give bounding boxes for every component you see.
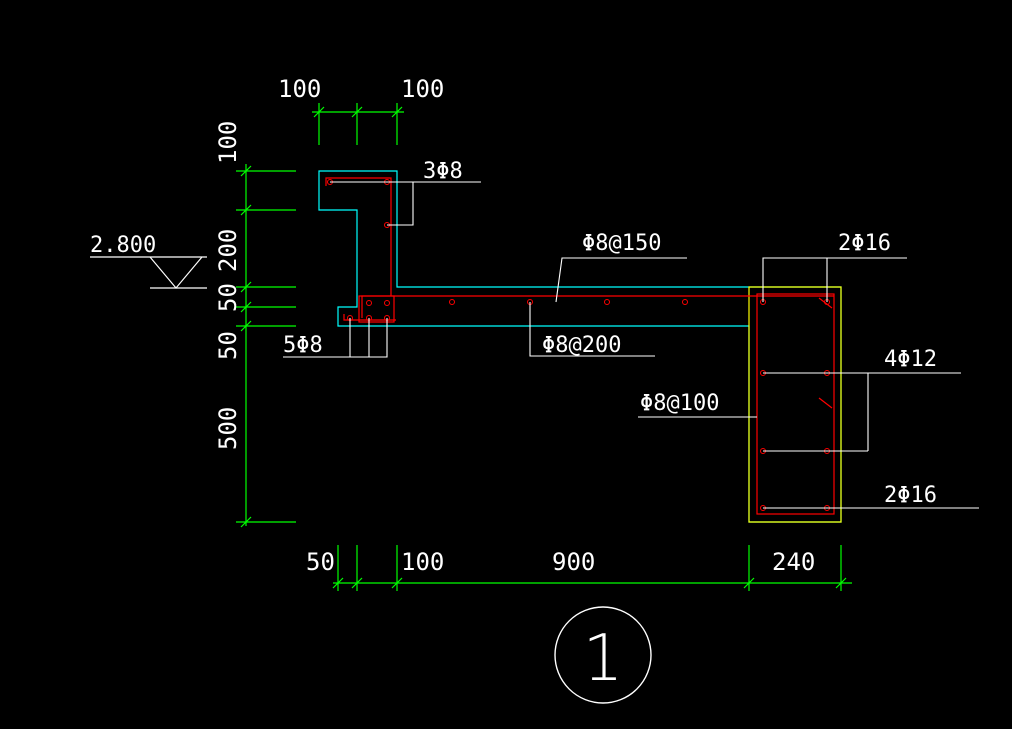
dim-bottom-2: 100 (401, 548, 444, 576)
label-upstand-bars: 3Φ8 (423, 159, 463, 184)
dim-bottom-3: 900 (552, 548, 595, 576)
section-mark-circle (554, 606, 652, 704)
top-dimension-chain (312, 103, 404, 145)
leader-lines (283, 181, 979, 509)
dim-top-right: 100 (401, 75, 444, 103)
dim-left-5: 500 (214, 407, 242, 450)
elevation-marker (90, 256, 207, 289)
dim-left-3: 50 (214, 283, 242, 312)
edge-rebar-box (358, 295, 395, 323)
label-side-bars: 4Φ12 (884, 347, 937, 372)
bottom-dimension-chain (332, 545, 852, 591)
left-dimension-chain (236, 164, 296, 528)
dim-left-1: 100 (214, 121, 242, 164)
beam-stirrup (756, 293, 835, 515)
rebar-group (325, 177, 835, 515)
dim-bottom-1: 50 (306, 548, 335, 576)
label-stirrups: Φ8@100 (640, 391, 719, 416)
label-slab-dist-bars: Φ8@200 (542, 333, 621, 358)
dim-bottom-4: 240 (772, 548, 815, 576)
dim-top-left: 100 (278, 75, 321, 103)
section-mark-number: 1 (583, 622, 624, 696)
dim-left-2: 200 (214, 229, 242, 272)
upstand-rebar (325, 177, 392, 296)
label-slab-top-bars: Φ8@150 (582, 231, 661, 256)
elevation-label: 2.800 (90, 233, 156, 258)
label-beam-top-bars: 2Φ16 (838, 231, 891, 256)
label-beam-bottom-bars: 2Φ16 (884, 483, 937, 508)
label-edge-bars: 5Φ8 (283, 333, 323, 358)
beam-outline (748, 286, 842, 523)
slab-bottom-rebar (343, 314, 396, 321)
dim-left-4: 50 (214, 331, 242, 360)
